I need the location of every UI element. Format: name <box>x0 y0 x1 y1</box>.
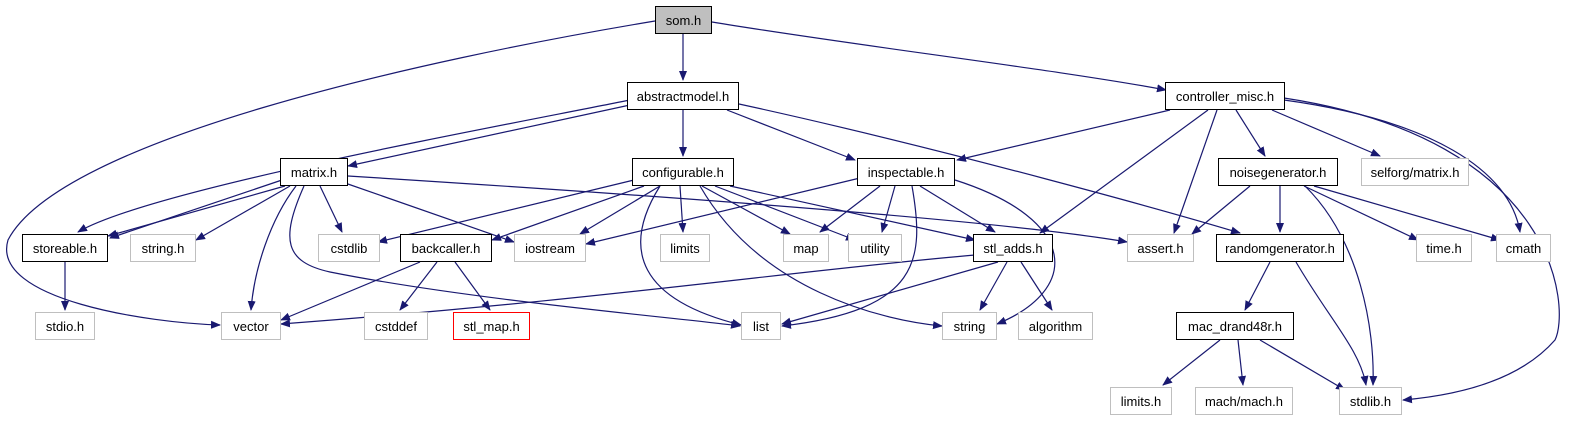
edge-from-controller-misc <box>1283 99 1523 233</box>
edge-from-matrix <box>109 179 283 239</box>
edge-from-controller-misc <box>1039 109 1209 234</box>
edge-from-stl-adds <box>979 261 1008 311</box>
edge-from-matrix <box>289 185 741 329</box>
node-mach-mach: mach/mach.h <box>1195 387 1293 415</box>
edge-from-inspectable <box>585 177 861 246</box>
edge-from-matrix <box>344 182 515 243</box>
node-assert: assert.h <box>1127 234 1194 262</box>
node-matrix[interactable]: matrix.h <box>280 158 348 186</box>
node-limits: limits <box>660 234 710 262</box>
node-stl-map[interactable]: stl_map.h <box>453 312 530 340</box>
edge-from-controller-misc <box>956 109 1171 162</box>
node-noisegenerator[interactable]: noisegenerator.h <box>1218 158 1338 186</box>
node-controller-misc[interactable]: controller_misc.h <box>1165 82 1285 110</box>
edge-from-inspectable <box>819 185 881 233</box>
edge-from-backcaller <box>280 261 421 321</box>
node-iostream: iostream <box>514 234 586 262</box>
node-limits-h: limits.h <box>1110 387 1172 415</box>
node-som: som.h <box>655 6 712 34</box>
node-list: list <box>741 312 781 340</box>
edge-from-matrix <box>319 185 343 233</box>
edge-from-abstractmodel <box>726 109 856 161</box>
node-backcaller[interactable]: backcaller.h <box>400 234 492 262</box>
edge-from-configurable <box>678 185 687 233</box>
edge-from-noisegenerator <box>1304 185 1378 386</box>
edge-from-inspectable <box>880 185 896 233</box>
node-stl-adds[interactable]: stl_adds.h <box>973 234 1053 262</box>
edge-from-configurable <box>640 185 742 327</box>
edge-from-som <box>6 20 656 329</box>
node-abstractmodel[interactable]: abstractmodel.h <box>627 82 739 110</box>
edge-from-inspectable <box>919 185 996 233</box>
node-time: time.h <box>1416 234 1472 262</box>
edge-from-configurable <box>714 185 856 241</box>
edge-from-matrix <box>107 185 286 238</box>
edge-from-mac-drand48r <box>1162 339 1221 386</box>
edge-from-noisegenerator <box>1191 185 1251 235</box>
edge-from-stl-adds <box>781 261 999 326</box>
edge-from-configurable <box>699 185 943 330</box>
node-utility: utility <box>848 234 902 262</box>
edge-from-mac-drand48r <box>1237 339 1246 386</box>
edge-from-abstractmodel <box>77 99 631 233</box>
edge-from-configurable <box>377 179 635 244</box>
edge-from-abstractmodel <box>347 104 631 169</box>
edge-from-configurable <box>579 185 661 235</box>
edge-from-controller-misc <box>1271 109 1381 157</box>
node-string-h: string.h <box>130 234 196 262</box>
edge-from-controller-misc <box>1173 109 1218 234</box>
node-mac-drand48r[interactable]: mac_drand48r.h <box>1176 312 1294 340</box>
edge-from-matrix <box>247 185 297 311</box>
edge-from-randomgenerator <box>1295 261 1369 386</box>
node-algorithm: algorithm <box>1018 312 1093 340</box>
edge-from-configurable <box>491 185 645 241</box>
node-cstdlib: cstdlib <box>318 234 380 262</box>
edge-from-noisegenerator <box>1303 185 1419 241</box>
node-cstddef: cstddef <box>364 312 428 340</box>
edge-from-configurable <box>701 185 791 235</box>
node-stdio: stdio.h <box>35 312 95 340</box>
edge-from-randomgenerator <box>1244 261 1271 311</box>
node-cmath: cmath <box>1496 234 1551 262</box>
edge-from-configurable <box>729 185 976 242</box>
node-stdlib: stdlib.h <box>1339 387 1402 415</box>
edge-from-controller-misc <box>1235 109 1266 157</box>
node-configurable[interactable]: configurable.h <box>632 158 734 186</box>
node-randomgenerator[interactable]: randomgenerator.h <box>1216 234 1344 262</box>
edge-from-stl-adds <box>1020 261 1053 311</box>
edge-from-matrix <box>347 175 1128 245</box>
node-inspectable[interactable]: inspectable.h <box>857 158 955 186</box>
node-vector: vector <box>221 312 281 340</box>
edge-from-controller-misc <box>1283 97 1560 404</box>
edge-from-som <box>711 21 1167 93</box>
edge-from-abstractmodel <box>738 103 1241 235</box>
edge-from-mac-drand48r <box>1259 339 1346 391</box>
edge-from-inspectable <box>954 179 1056 325</box>
edge-from-backcaller <box>399 261 438 311</box>
node-string: string <box>942 312 997 340</box>
node-selforg-matrix: selforg/matrix.h <box>1361 158 1469 186</box>
node-storeable[interactable]: storeable.h <box>22 234 108 262</box>
node-map: map <box>783 234 829 262</box>
edge-from-matrix <box>195 185 291 241</box>
edge-from-backcaller <box>454 261 491 311</box>
edge-from-inspectable <box>781 185 918 329</box>
edge-from-noisegenerator <box>1313 185 1501 242</box>
